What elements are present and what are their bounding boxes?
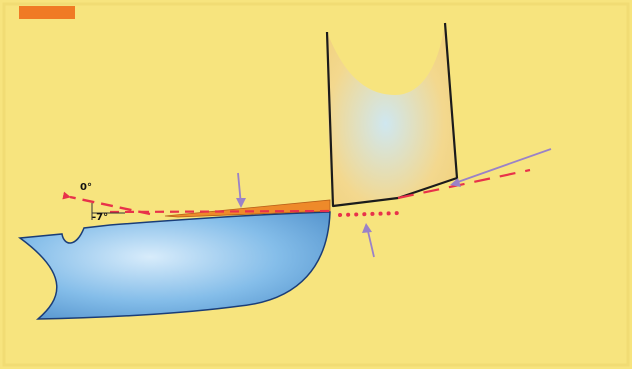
dashed-line-upper	[397, 168, 531, 200]
dotted-line	[338, 211, 402, 217]
zero-degree-arrow	[62, 191, 151, 216]
angle-zero-label: 0°	[80, 182, 92, 193]
upper-body	[327, 23, 457, 206]
purple-arrow-upper-shaft	[454, 148, 552, 184]
angle-minus-seven-label: -7°	[92, 212, 108, 223]
purple-arrow-dotted-head	[362, 223, 372, 233]
purple-arrow-upper-head	[450, 178, 461, 187]
purple-arrow-wedge-head	[236, 198, 246, 208]
orange-tab	[19, 6, 75, 19]
orange-wedge	[164, 199, 331, 218]
dashed-line-lower	[109, 209, 331, 214]
lower-body	[17, 211, 331, 320]
